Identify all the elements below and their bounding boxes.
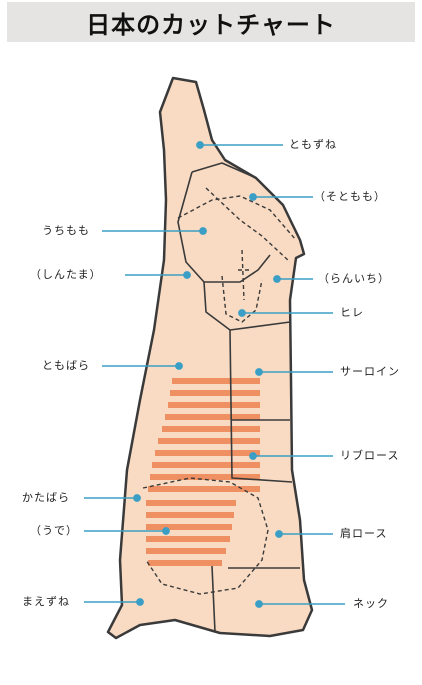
- marker-dot: [256, 601, 262, 607]
- marker-dot: [276, 531, 282, 537]
- label-uchimomo: うちもも: [42, 224, 90, 238]
- label-tomozune: ともずね: [289, 138, 337, 152]
- rib-stripe: [148, 560, 222, 566]
- label-kataroast: 肩ロース: [340, 527, 387, 541]
- marker-dot: [137, 599, 143, 605]
- rib-stripe: [158, 438, 260, 444]
- label-sotomomo: （そともも）: [314, 190, 386, 204]
- marker-dot: [197, 142, 203, 148]
- rib-stripe: [168, 402, 260, 408]
- label-ude: （うで）: [30, 524, 78, 538]
- marker-dot: [184, 272, 190, 278]
- marker-dot: [239, 310, 245, 316]
- label-hire: ヒレ: [340, 306, 364, 320]
- marker-dot: [250, 194, 256, 200]
- marker-dot: [200, 228, 206, 234]
- label-maezune: まえずね: [22, 595, 70, 609]
- label-tomobara: ともばら: [42, 359, 90, 373]
- rib-stripe: [162, 426, 260, 432]
- label-ribroast: リブロース: [340, 449, 399, 463]
- label-shintama: （しんたま）: [30, 268, 102, 282]
- rib-stripe: [146, 536, 230, 542]
- label-ranichi: （らんいち）: [318, 272, 390, 286]
- marker-dot: [163, 528, 169, 534]
- rib-stripe: [146, 524, 232, 530]
- rib-stripe: [165, 414, 260, 420]
- rib-stripe: [148, 486, 260, 492]
- rib-stripe: [146, 512, 234, 518]
- rib-stripe: [152, 462, 260, 468]
- label-katabara: かたばら: [22, 491, 70, 505]
- label-sirloin: サーロイン: [340, 365, 400, 379]
- rib-stripe: [155, 450, 260, 456]
- rib-stripe: [172, 378, 260, 384]
- rib-stripe: [146, 548, 226, 554]
- marker-dot: [134, 495, 140, 501]
- marker-dot: [176, 363, 182, 369]
- rib-stripe: [146, 500, 236, 506]
- marker-dot: [250, 453, 256, 459]
- marker-dot: [256, 369, 262, 375]
- label-neck: ネック: [353, 597, 389, 611]
- rib-stripe: [170, 390, 260, 396]
- marker-dot: [274, 276, 280, 282]
